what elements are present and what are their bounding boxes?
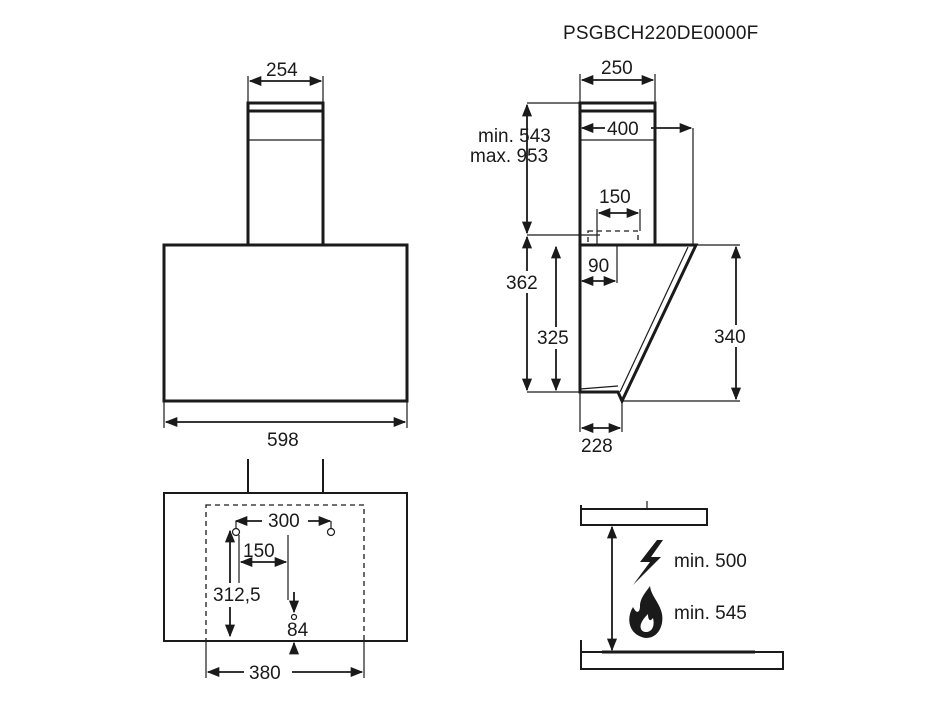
dim-vertical-distance: 312,5 — [213, 585, 261, 606]
dim-total-depth: 400 — [607, 119, 639, 140]
dim-outlet-offset: 150 — [599, 187, 631, 208]
dim-hole-spacing: 300 — [268, 511, 300, 532]
dim-chimney-width: 254 — [266, 60, 298, 81]
side-view: 250 400 min. 543 max. 953 150 90 362 325 — [470, 58, 756, 457]
dim-hood-height-front: 340 — [714, 327, 746, 348]
front-view: 254 598 — [162, 60, 409, 451]
clearance-view: min. 500 min. 545 — [580, 501, 784, 670]
model-code: PSGBCH220DE0000F — [563, 23, 758, 44]
mounting-frame — [205, 504, 365, 642]
dim-chimney-depth: 250 — [601, 58, 633, 79]
dim-chimney-max: max. 953 — [470, 146, 548, 167]
flame-icon — [629, 586, 663, 638]
dim-hood-height-outer: 362 — [506, 273, 538, 294]
mounting-view: 300 150 312,5 84 380 — [163, 459, 408, 684]
dim-bottom-depth: 228 — [581, 436, 613, 457]
lightning-icon — [633, 540, 663, 585]
clearance-electric-label: min. 500 — [674, 551, 747, 572]
mounting-hole-left — [231, 527, 241, 537]
front-chimney — [246, 101, 325, 247]
dim-outlet-gap: 90 — [588, 256, 609, 277]
dim-lower-offset: 84 — [287, 620, 309, 641]
clearance-hood — [580, 508, 708, 526]
side-hood-profile — [578, 243, 699, 405]
mounting-hole-right — [326, 527, 336, 537]
dim-frame-width: 380 — [249, 663, 281, 684]
dim-hood-height-inner: 325 — [537, 328, 569, 349]
dim-left-offset: 150 — [243, 541, 275, 562]
clearance-gas-label: min. 545 — [674, 603, 747, 624]
clearance-cooktop — [580, 651, 784, 670]
dim-hood-width: 598 — [267, 430, 299, 451]
dim-chimney-min: min. 543 — [478, 126, 551, 147]
front-hood-body — [162, 243, 409, 403]
